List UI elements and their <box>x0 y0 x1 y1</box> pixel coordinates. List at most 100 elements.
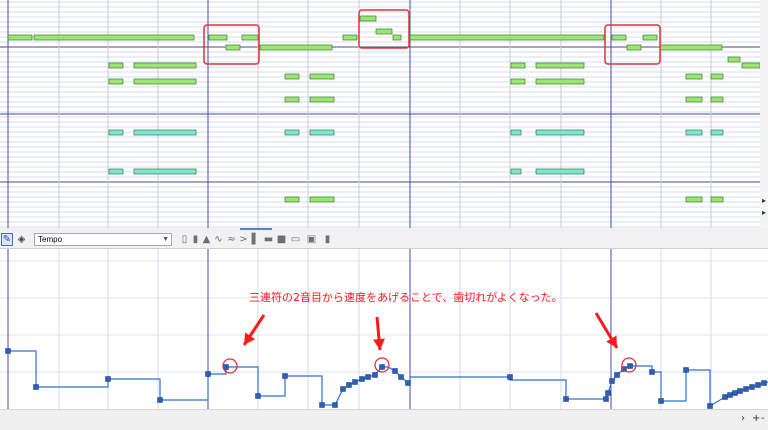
splitter-grip[interactable] <box>240 228 272 230</box>
image-icon[interactable]: ▣ <box>306 234 317 245</box>
tempo-point <box>352 379 358 385</box>
tempo-point <box>282 373 288 379</box>
annotation-text: 三連符の2音目から速度をあげることで、歯切れがよくなった。 <box>249 291 563 304</box>
highlight-circle <box>222 358 238 374</box>
tempo-point <box>605 390 611 396</box>
highlight-circle <box>621 357 637 373</box>
midi-note <box>208 34 228 41</box>
tempo-point <box>603 396 609 402</box>
midi-note <box>284 196 300 203</box>
highlight-circle <box>374 357 390 373</box>
midi-note <box>7 34 33 41</box>
highlight-box <box>604 24 661 65</box>
tempo-automation-canvas[interactable] <box>0 249 768 409</box>
tempo-point <box>563 396 569 402</box>
scroll-right-icon[interactable]: › <box>741 413 745 424</box>
midi-note <box>392 34 402 41</box>
tempo-point <box>5 348 11 354</box>
tempo-point <box>614 372 620 378</box>
midi-note <box>284 73 300 80</box>
scroll-up-icon[interactable]: ▸ <box>761 196 766 205</box>
midi-note <box>309 196 335 203</box>
tempo-point <box>727 392 733 398</box>
horizontal-scrollbar[interactable]: › + - <box>0 409 768 430</box>
midi-note <box>535 78 585 85</box>
tempo-point <box>507 374 513 380</box>
tempo-point <box>761 380 767 386</box>
midi-note <box>133 78 197 85</box>
bars-icon[interactable]: ▮ <box>192 234 199 245</box>
midi-note <box>727 56 741 63</box>
tempo-curve <box>8 350 768 408</box>
tempo-point <box>340 386 346 392</box>
midi-note <box>108 168 124 175</box>
midi-note <box>710 73 724 80</box>
highlight-box <box>358 9 410 49</box>
line-icon[interactable]: > <box>239 234 248 245</box>
piano-roll-canvas[interactable] <box>0 0 768 230</box>
midi-note <box>309 96 335 103</box>
tempo-point <box>609 378 615 384</box>
envelope-icon[interactable]: ▭ <box>290 234 301 245</box>
midi-note <box>284 129 300 136</box>
tempo-point <box>658 398 664 404</box>
cursor-bar-icon[interactable]: ▌ <box>251 234 260 245</box>
tempo-point <box>332 402 338 408</box>
bar-icon[interactable]: ▯ <box>181 234 188 245</box>
pencil-tool-icon[interactable]: ✎ <box>1 233 13 246</box>
tempo-point <box>157 397 163 403</box>
tempo-point <box>755 382 761 388</box>
tempo-point <box>743 386 749 392</box>
midi-note <box>685 196 703 203</box>
vertical-scrollbar[interactable]: ▸ ▸ <box>760 0 768 228</box>
midi-note <box>133 129 197 136</box>
wave-marker-icon[interactable]: ≈ <box>227 234 236 245</box>
midi-note <box>510 129 522 136</box>
chevron-down-icon[interactable]: ▼ <box>162 236 169 243</box>
tempo-point <box>205 371 211 377</box>
column-icon[interactable]: ▮ <box>324 234 331 245</box>
scroll-down-icon[interactable]: ▸ <box>761 208 766 217</box>
midi-note <box>535 62 585 69</box>
wave-icon[interactable]: ∿ <box>214 234 223 245</box>
midi-note <box>284 96 300 103</box>
midi-note <box>710 196 724 203</box>
red-arrowhead <box>244 332 256 345</box>
midi-note <box>133 62 197 69</box>
midi-note <box>510 168 522 175</box>
midi-note <box>510 62 526 69</box>
tempo-point <box>405 380 411 386</box>
midi-note <box>535 168 585 175</box>
tempo-point <box>255 393 261 399</box>
midi-note <box>342 34 358 41</box>
midi-note <box>241 34 259 41</box>
midi-note <box>710 96 724 103</box>
tempo-point <box>732 390 738 396</box>
zoom-in-icon[interactable]: + <box>752 413 761 424</box>
eraser-tool-icon[interactable]: ◈ <box>17 234 26 245</box>
pane-splitter[interactable] <box>0 228 768 232</box>
tempo-point <box>392 368 398 374</box>
parameter-select[interactable]: Tempo ▼ <box>34 233 172 246</box>
box-icon[interactable]: ▬ <box>263 234 274 245</box>
automation-toolbar: ✎ ◈ Tempo ▼ ▯ ▮ ▲ ∿ ≈ > ▌ ▬ ■ ▭ ▣ ▮ <box>0 232 768 249</box>
zoom-out-icon[interactable]: - <box>761 413 765 424</box>
tempo-automation-lane[interactable] <box>0 249 768 409</box>
lock-icon[interactable]: ■ <box>276 234 287 245</box>
piano-roll[interactable] <box>0 0 768 230</box>
highlight-box <box>203 24 260 65</box>
midi-note <box>133 168 197 175</box>
midi-note <box>685 129 703 136</box>
ramp-icon[interactable]: ▲ <box>202 234 211 245</box>
tempo-point <box>372 372 378 378</box>
midi-note <box>259 44 333 51</box>
tempo-point <box>683 367 689 373</box>
midi-note <box>685 96 703 103</box>
midi-note <box>309 73 335 80</box>
midi-note <box>685 73 703 80</box>
tempo-point <box>749 384 755 390</box>
midi-note <box>510 78 526 85</box>
midi-note <box>359 15 377 22</box>
tempo-point <box>365 374 371 380</box>
